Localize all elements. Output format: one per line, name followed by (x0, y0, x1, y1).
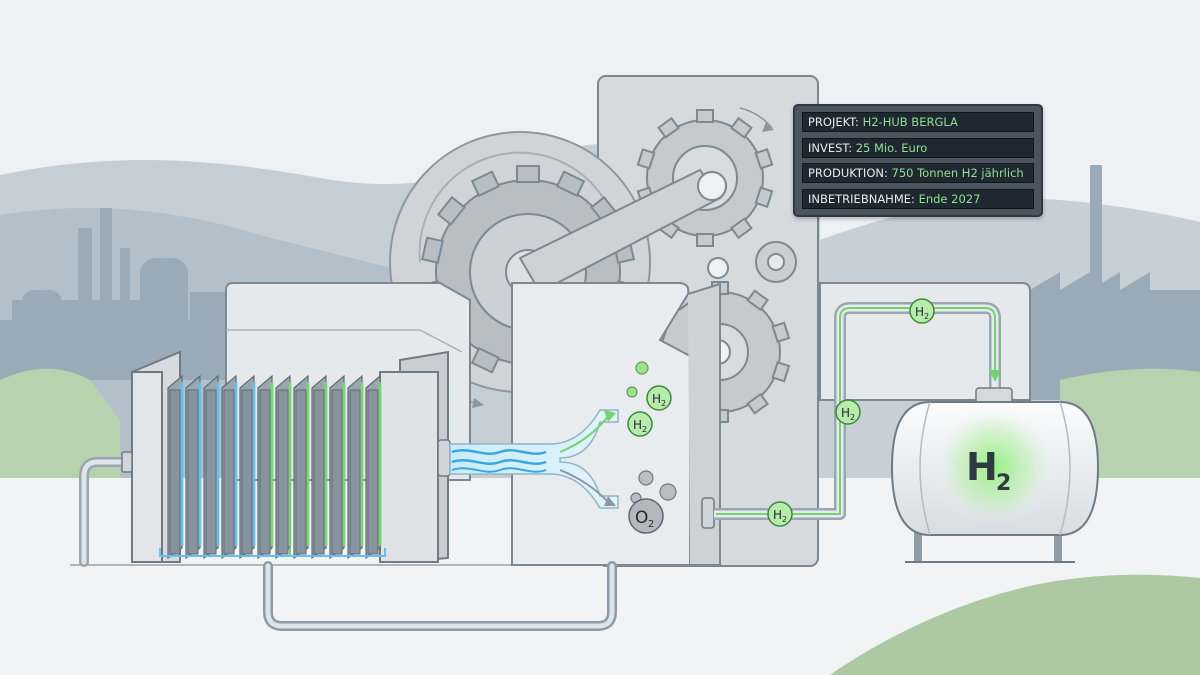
h2-bubble-upper: H 2 (646, 385, 672, 411)
gear-tooth (730, 217, 753, 240)
info-key: PROJEKT: (808, 115, 863, 129)
gear-tooth (754, 148, 774, 170)
cell-plate-face (259, 389, 271, 555)
hydrogen-pipe (701, 302, 1001, 529)
svg-text:O: O (635, 508, 648, 528)
gear-tooth (696, 233, 714, 247)
svg-text:H: H (841, 406, 850, 420)
cell-plate-face (295, 389, 307, 555)
rotation-arrowhead-upper (762, 122, 774, 132)
tank-h2-label: H 2 (966, 445, 1011, 496)
cell-plate-face (241, 389, 253, 555)
svg-text:2: 2 (782, 515, 787, 524)
cell-plate-face (331, 389, 343, 555)
green-foreground-mound (830, 574, 1200, 675)
h2-pipe-label-top: H 2 (909, 298, 935, 324)
cell-plate-face (367, 389, 379, 555)
gear-tooth (746, 289, 770, 312)
info-value: 25 Mio. Euro (855, 140, 928, 155)
return-pipe-highlight (265, 563, 615, 629)
project-info-panel: PROJEKT: H2-HUB BERGLA INVEST: 25 Mio. E… (793, 104, 1043, 217)
info-row-projekt: PROJEKT: H2-HUB BERGLA (802, 112, 1034, 132)
h2-bubble-lower: H 2 (627, 411, 653, 437)
info-value: Ende 2027 (918, 191, 981, 206)
cell-plate-face (169, 389, 181, 555)
gear-tooth (470, 170, 501, 198)
gear-tooth (771, 321, 791, 343)
gas-separator (511, 282, 721, 566)
bottom-manifold (159, 548, 386, 557)
info-key: PRODUKTION: (808, 166, 892, 181)
svg-text:H: H (773, 508, 782, 522)
gear-tooth (754, 186, 774, 208)
h2-pipe-label-bottom: H 2 (767, 501, 793, 527)
gear-tooth (730, 116, 753, 139)
gear-tooth (516, 165, 540, 183)
info-value: H2-HUB BERGLA (862, 115, 958, 129)
info-value: 750 Tonnen H2 jährlich (891, 166, 1024, 181)
cell-plate-face (349, 389, 361, 555)
cell-plate-face (205, 389, 217, 555)
hydrogen-tank (890, 387, 1100, 563)
gear-tooth (696, 109, 714, 123)
svg-text:2: 2 (648, 519, 654, 530)
gear-tooth (746, 392, 770, 415)
green-hill-left (0, 368, 120, 480)
o2-bubble: O 2 (628, 498, 664, 534)
cell-plate-face (277, 389, 289, 555)
gear-tooth (657, 116, 680, 139)
svg-text:H: H (633, 418, 642, 432)
gear-tooth (470, 346, 501, 374)
inlet-flange (121, 451, 133, 473)
svg-text:2: 2 (661, 399, 666, 408)
svg-text:H: H (966, 445, 998, 489)
rotation-arrowhead-lower (472, 398, 484, 408)
svg-text:H: H (915, 305, 924, 319)
svg-text:2: 2 (996, 471, 1011, 496)
h2-pipe-label-middle: H 2 (835, 399, 861, 425)
inlet-pipe-highlight (81, 459, 131, 565)
cell-plate-face (313, 389, 325, 555)
svg-text:2: 2 (850, 413, 855, 422)
rotation-arrow-upper (739, 107, 773, 129)
gear-tooth (421, 236, 444, 264)
svg-text:2: 2 (924, 312, 929, 321)
gear-tooth (771, 361, 791, 383)
info-row-produktion: PRODUKTION: 750 Tonnen H2 jährlich (802, 163, 1034, 184)
water-channel (437, 409, 619, 509)
cell-plate-face (187, 389, 199, 555)
info-key: INBETRIEBNAHME: (808, 191, 919, 206)
info-row-inbetriebnahme: INBETRIEBNAHME: Ende 2027 (802, 188, 1034, 209)
svg-text:2: 2 (642, 425, 647, 434)
svg-text:H: H (652, 392, 661, 406)
stack-front-frame (131, 371, 163, 563)
gear-tooth (636, 148, 656, 170)
gear-tooth (436, 195, 466, 226)
small-gear (755, 241, 797, 283)
info-key: INVEST: (808, 140, 856, 155)
info-row-invest: INVEST: 25 Mio. Euro (802, 137, 1034, 158)
crank-arm (518, 168, 729, 294)
cell-plate-face (223, 389, 235, 555)
bubbles (626, 361, 677, 504)
gear-tooth (555, 170, 586, 198)
electrolyzer-cell-plates (167, 374, 382, 560)
